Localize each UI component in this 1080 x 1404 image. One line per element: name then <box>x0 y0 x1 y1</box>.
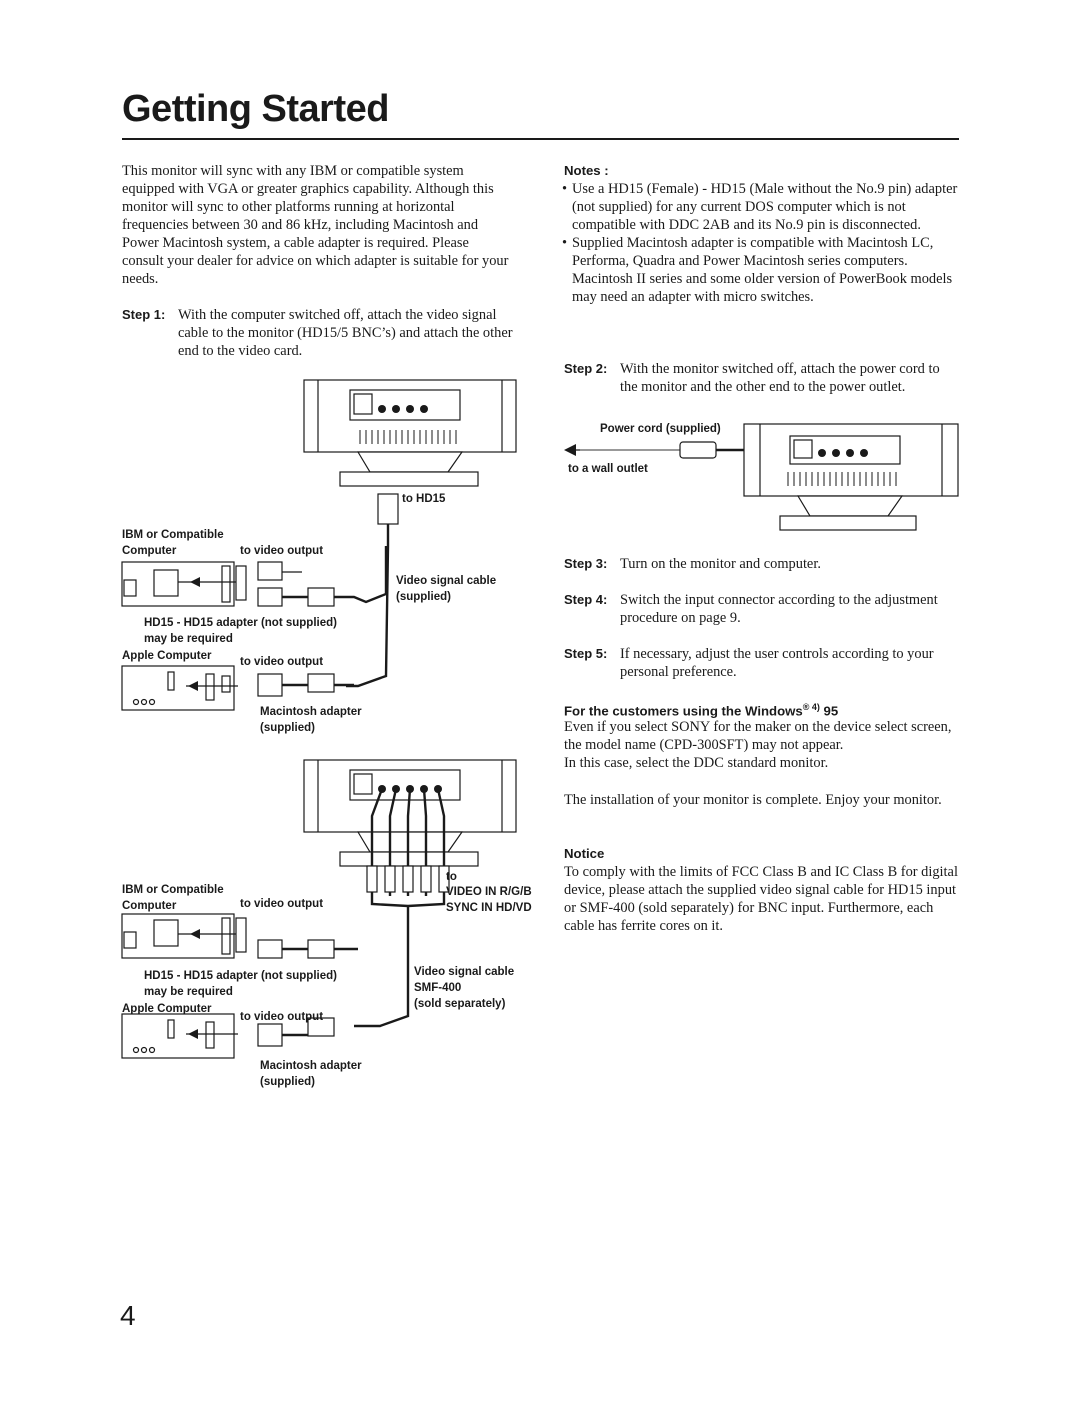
step-1: Step 1: With the computer switched off, … <box>122 306 514 360</box>
note-text: Supplied Macintosh adapter is compatible… <box>572 235 953 305</box>
step-3: Step 3: Turn on the monitor and computer… <box>564 555 958 573</box>
video-cable-label-1: Video signal cable <box>396 575 497 587</box>
ibm-label-2: Computer <box>122 545 177 557</box>
adapter-label-1: HD15 - HD15 adapter (not supplied) <box>144 617 337 629</box>
page-number: 4 <box>120 1300 136 1331</box>
notes-heading: Notes : <box>564 163 609 178</box>
cable-label-3: (sold separately) <box>414 998 506 1010</box>
to-video-output-label-2: to video output <box>240 656 324 668</box>
ibm-label-1: IBM or Compatible <box>122 884 224 896</box>
bnc-connection-diagram <box>121 759 517 1059</box>
wall-outlet-label: to a wall outlet <box>568 463 648 475</box>
adapter-label-1: HD15 - HD15 adapter (not supplied) <box>144 970 337 982</box>
cable-label-2: SMF-400 <box>414 982 462 994</box>
page-title: Getting Started <box>122 88 389 130</box>
installation-complete: The installation of your monitor is comp… <box>564 792 942 808</box>
mac-adapter-label-2: (supplied) <box>260 722 315 734</box>
to-label: to <box>446 871 457 883</box>
windows-heading-sup: ® 4) <box>802 702 820 712</box>
to-video-output-label: to video output <box>240 545 324 557</box>
mac-adapter-label-2: (supplied) <box>260 1076 315 1088</box>
step-label: Step 4: <box>564 592 608 607</box>
mac-adapter-label-1: Macintosh adapter <box>260 1060 362 1072</box>
apple-label: Apple Computer <box>122 1003 212 1015</box>
step-label: Step 2: <box>564 361 608 376</box>
intro-paragraph: This monitor will sync with any IBM or c… <box>122 163 509 287</box>
note-item: •Supplied Macintosh adapter is compatibl… <box>562 234 958 306</box>
step-label: Step 1: <box>122 307 166 322</box>
adapter-label-2: may be required <box>144 986 233 998</box>
arrow-left-icon <box>564 444 576 456</box>
title-rule <box>122 138 959 140</box>
video-in-label: VIDEO IN R/G/B <box>446 886 532 898</box>
adapter-label-2: may be required <box>144 633 233 645</box>
to-video-output-label-2: to video output <box>240 1011 324 1023</box>
notice-text: To comply with the limits of FCC Class B… <box>564 864 958 934</box>
power-cord-diagram <box>564 423 959 531</box>
power-cord-label: Power cord (supplied) <box>600 423 721 435</box>
mac-adapter-label-1: Macintosh adapter <box>260 706 362 718</box>
apple-computer <box>121 665 235 711</box>
notice-heading: Notice <box>564 846 605 861</box>
step-text: With the computer switched off, attach t… <box>178 307 513 359</box>
windows-heading: For the customers using the Windows® 4) … <box>564 698 838 720</box>
note-text: Use a HD15 (Female) - HD15 (Male without… <box>572 181 958 233</box>
note-item: •Use a HD15 (Female) - HD15 (Male withou… <box>562 181 958 233</box>
plug-icon <box>679 441 717 459</box>
step-text: With the monitor switched off, attach th… <box>620 361 940 395</box>
cable-label-1: Video signal cable <box>414 966 515 978</box>
hd15-plug <box>377 493 399 525</box>
video-cable-label-2: (supplied) <box>396 591 451 603</box>
windows-paragraph-2: In this case, select the DDC standard mo… <box>564 755 829 771</box>
step-text: Switch the input connector according to … <box>620 592 938 626</box>
hd15-connection-diagram <box>121 379 517 711</box>
sync-in-label: SYNC IN HD/VD <box>446 902 532 914</box>
windows-heading-suffix: 95 <box>819 703 839 719</box>
windows-paragraph-1: Even if you select SONY for the maker on… <box>564 719 952 753</box>
step-4: Step 4: Switch the input connector accor… <box>564 591 958 627</box>
step-2: Step 2: With the monitor switched off, a… <box>564 360 958 396</box>
windows-heading-prefix: For the customers using the Windows <box>564 703 803 719</box>
apple-computer <box>121 1013 235 1059</box>
ibm-label-1: IBM or Compatible <box>122 529 224 541</box>
to-video-output-label: to video output <box>240 898 324 910</box>
step-label: Step 5: <box>564 646 608 661</box>
step-text: Turn on the monitor and computer. <box>620 556 821 572</box>
to-hd15-label: to HD15 <box>402 493 446 505</box>
apple-label: Apple Computer <box>122 650 212 662</box>
step-5: Step 5: If necessary, adjust the user co… <box>564 645 958 681</box>
ibm-label-2: Computer <box>122 900 177 912</box>
step-label: Step 3: <box>564 556 608 571</box>
step-text: If necessary, adjust the user controls a… <box>620 646 934 680</box>
notes-list: •Use a HD15 (Female) - HD15 (Male withou… <box>562 180 958 306</box>
